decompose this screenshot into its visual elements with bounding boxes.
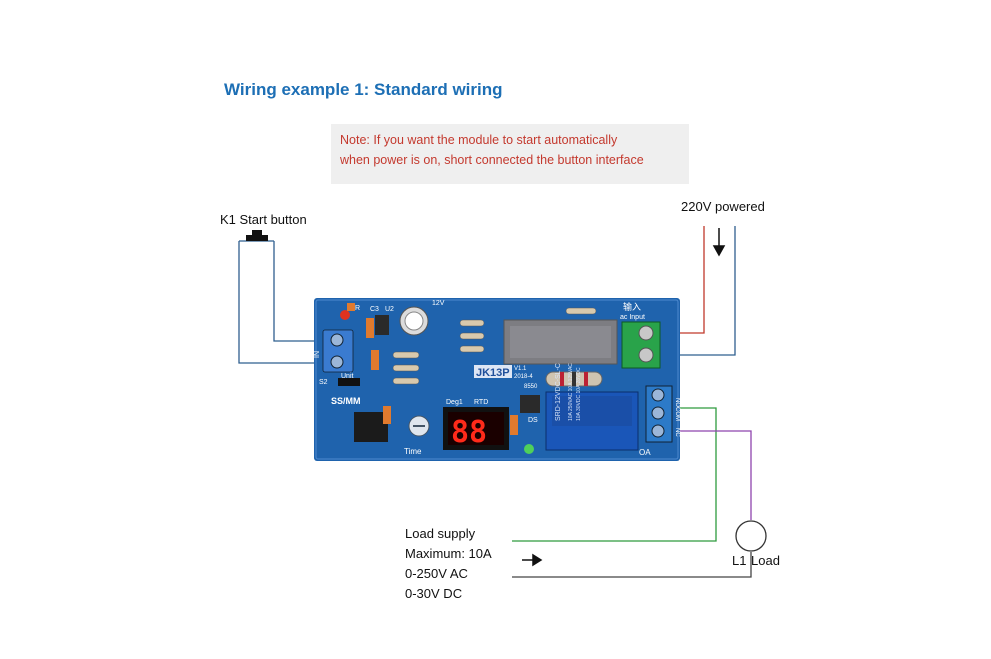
t8550-label: 8550 xyxy=(524,384,538,390)
power-label: 220V powered xyxy=(681,199,765,214)
relay-model-text: SRD-12VDC-SL-C xyxy=(555,363,562,421)
in-label: IN xyxy=(314,351,321,358)
relay-rating-1: 10A 250VAC 10A 125VAC xyxy=(568,363,574,421)
k1-wire-a xyxy=(238,241,325,364)
max-current-label: Maximum: 10A xyxy=(405,546,492,561)
time-label: Time xyxy=(404,447,422,456)
l1-label: L1 xyxy=(732,553,747,568)
u2-label: U2 xyxy=(385,306,394,313)
k1-start-button-label: K1 Start button xyxy=(220,212,307,227)
note-line-1: Note: If you want the module to start au… xyxy=(340,133,618,147)
load-return-wire xyxy=(512,552,752,578)
button-terminal xyxy=(322,329,354,373)
unit-label: Unit xyxy=(341,373,354,380)
power-wire-neutral xyxy=(660,226,736,356)
r-label: R xyxy=(355,305,360,312)
s2-label: S2 xyxy=(319,379,328,386)
deg-label: Deg1 xyxy=(446,399,463,406)
relay-rating-2: 10A 30VDC 10A 28VDC xyxy=(576,367,582,421)
board-version: V1.1 xyxy=(514,366,527,372)
ic-chip xyxy=(354,412,388,442)
board-model: JK13P xyxy=(476,367,510,379)
oa-label: OA xyxy=(639,448,651,457)
relay-module-board xyxy=(314,298,680,461)
load-supply-label: Load supply xyxy=(405,526,476,541)
input-en-label: ac Input xyxy=(620,314,645,321)
page-title: Wiring example 1: Standard wiring xyxy=(224,80,503,99)
green-led-icon xyxy=(524,444,534,454)
arrow-down-icon xyxy=(712,228,726,257)
k1-button-icon xyxy=(246,230,268,241)
note-line-2: when power is on, short connected the bu… xyxy=(340,153,644,167)
input-cn-label: 输入 xyxy=(623,301,641,312)
note-box xyxy=(331,124,689,184)
dc-range-label: 0-30V DC xyxy=(405,586,463,601)
load-wire-purple xyxy=(666,430,752,520)
k1-wire-b xyxy=(273,241,325,342)
rtd-label: RTD xyxy=(474,399,488,406)
ss-mm-label: SS/MM xyxy=(331,396,361,406)
c3-label: C3 xyxy=(370,306,379,313)
ds-label: DS xyxy=(528,417,538,424)
arrow-right-icon xyxy=(522,553,543,567)
load-lamp-icon xyxy=(735,520,767,552)
red-led-icon xyxy=(340,310,350,320)
ac-range-label: 0-250V AC xyxy=(405,566,468,581)
display-digits: 88 xyxy=(451,415,487,450)
com-label: COM xyxy=(674,407,680,421)
load-wire-green xyxy=(512,407,717,542)
twelve-v-label: 12V xyxy=(432,300,445,307)
no-label: NO xyxy=(674,398,680,407)
board-date: 2018-4 xyxy=(514,374,533,380)
nc-label: NC xyxy=(674,428,680,437)
load-label: Load xyxy=(751,553,780,568)
